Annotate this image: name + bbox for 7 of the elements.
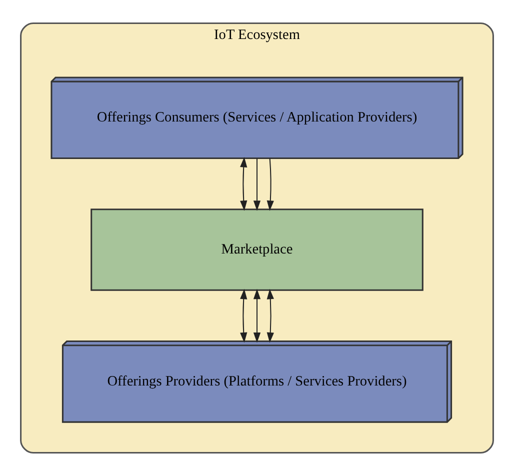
arrow xyxy=(240,156,248,210)
arrow xyxy=(253,288,261,342)
arrow xyxy=(253,158,261,210)
node-box: Marketplace xyxy=(90,208,424,290)
arrow xyxy=(266,288,274,342)
arrow xyxy=(266,158,274,210)
arrow xyxy=(240,288,248,342)
